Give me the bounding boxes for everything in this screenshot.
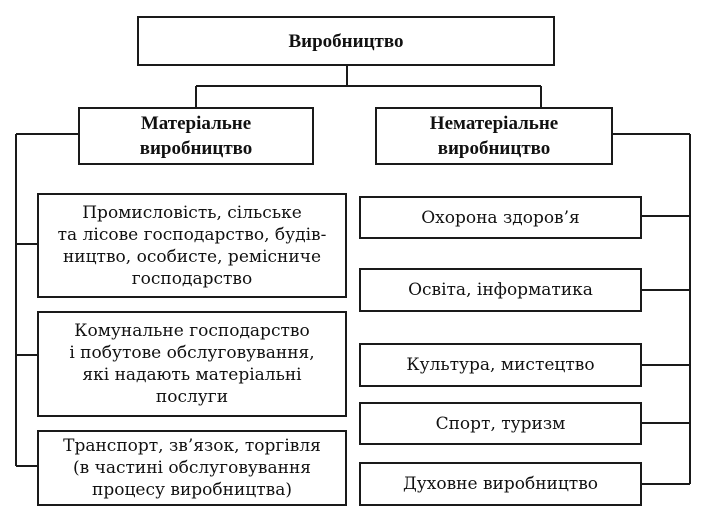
nonmaterial-label: Нематеріальне виробництво [429,113,559,159]
material-item-2-box: Комунальне господарство і побутове обслу… [37,311,347,417]
nonmaterial-item-5-box: Духовне виробництво [359,462,642,506]
nonmaterial-item-2-label: Освіта, інформатика [408,280,593,300]
material-item-3-box: Транспорт, зв’язок, торгівля (в частині … [37,430,347,506]
nonmaterial-item-4-box: Спорт, туризм [359,402,642,445]
material-item-3-label: Транспорт, зв’язок, торгівля (в частині … [63,436,321,500]
nonmaterial-box: Нематеріальне виробництво [375,107,613,165]
material-item-1-box: Промисловість, сільське та лісове господ… [37,193,347,298]
material-box: Матеріальне виробництво [78,107,314,165]
root-box: Виробництво [137,16,555,66]
nonmaterial-item-3-box: Культура, мистецтво [359,343,642,387]
nonmaterial-item-1-box: Охорона здоров’я [359,196,642,239]
nonmaterial-item-2-box: Освіта, інформатика [359,268,642,312]
nonmaterial-item-5-label: Духовне виробництво [402,474,599,494]
root-label: Виробництво [288,30,404,52]
nonmaterial-item-4-label: Спорт, туризм [435,413,566,434]
material-label: Матеріальне виробництво [139,113,253,159]
nonmaterial-item-3-label: Культура, мистецтво [406,355,595,375]
material-item-2-label: Комунальне господарство і побутове обслу… [69,321,315,407]
nonmaterial-item-1-label: Охорона здоров’я [421,207,580,228]
material-item-1-label: Промисловість, сільське та лісове господ… [57,202,327,289]
